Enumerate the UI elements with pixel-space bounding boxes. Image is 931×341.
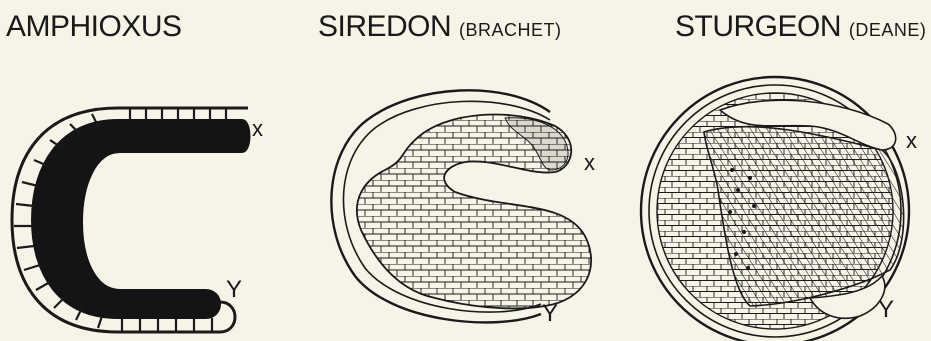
siredon-label-y: Y [542, 300, 558, 328]
amphioxus-label-y: Y [226, 276, 242, 304]
panel-sturgeon: STURGEON (DEANE) [620, 0, 931, 341]
siredon-label-x: x [584, 150, 595, 176]
sturgeon-label-y: Y [878, 296, 894, 324]
amphioxus-embryo-drawing [0, 0, 300, 341]
amphioxus-label-x: x [252, 116, 263, 142]
sturgeon-embryo-drawing [620, 0, 931, 341]
sturgeon-label-x: x [906, 128, 917, 154]
panel-amphioxus: AMPHIOXUS x [0, 0, 300, 341]
panel-siredon: SIREDON (BRACHET) x Y [305, 0, 620, 341]
siredon-embryo-drawing [305, 0, 620, 341]
